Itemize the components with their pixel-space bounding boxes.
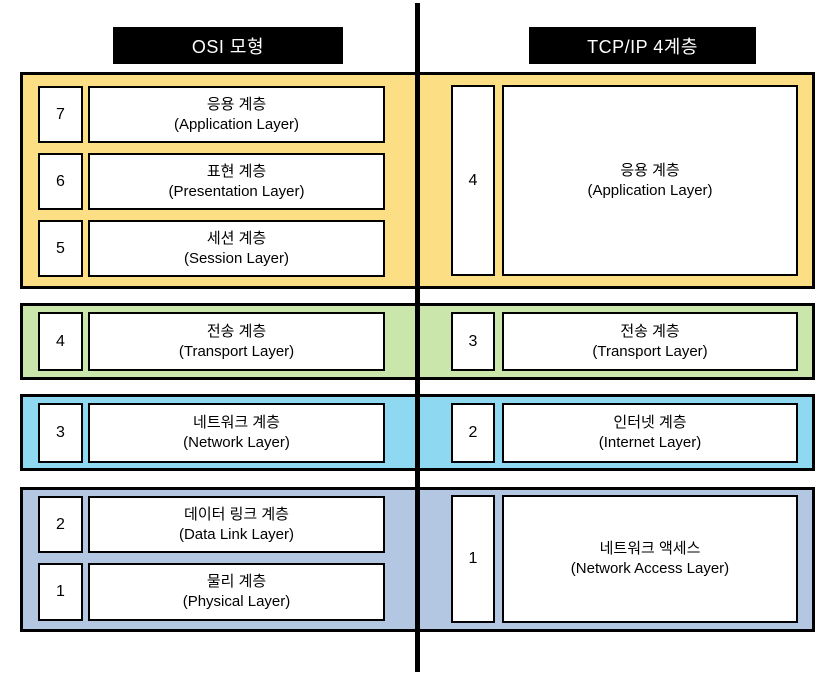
tcpip-layer-4-number: 4 — [451, 85, 495, 276]
osi-layer-1-label: 물리 계층 (Physical Layer) — [88, 563, 385, 621]
center-divider-line — [415, 3, 420, 672]
tcpip-layer-3-number: 3 — [451, 312, 495, 371]
tcpip-layer-4-name-en: (Application Layer) — [587, 181, 713, 199]
osi-layer-3-name-ko: 네트워크 계층 — [193, 414, 280, 431]
osi-layer-6-name-ko: 표현 계층 — [206, 162, 267, 180]
tcpip-layer-3-name-ko: 전송 계층 — [620, 322, 680, 340]
osi-layer-1-name-ko: 물리 계층 — [206, 573, 267, 590]
osi-layer-5-name-en: (Session Layer) — [183, 249, 290, 267]
osi-layer-3-name-en: (Network Layer) — [183, 434, 290, 451]
osi-layer-2-name-ko: 데이터 링크 계층 — [184, 505, 289, 523]
osi-model-title: OSI 모형 — [113, 27, 343, 64]
osi-layer-4-name-en: (Transport Layer) — [178, 342, 295, 360]
osi-layer-7-name-en: (Application Layer) — [173, 115, 300, 133]
osi-layer-6-name-en: (Presentation Layer) — [168, 182, 305, 200]
osi-layer-2-label: 데이터 링크 계층 (Data Link Layer) — [88, 496, 385, 553]
osi-layer-4-name-ko: 전송 계층 — [206, 322, 267, 340]
osi-layer-5-name-ko: 세션 계층 — [206, 229, 267, 247]
tcpip-layer-4-label: 응용 계층 (Application Layer) — [502, 85, 798, 276]
osi-layer-6-label: 표현 계층 (Presentation Layer) — [88, 153, 385, 210]
tcpip-layer-2-name-ko: 인터넷 계층 — [613, 414, 687, 431]
tcpip-layer-1-name-en: (Network Access Layer) — [570, 560, 730, 577]
osi-layer-3-number: 3 — [38, 403, 83, 463]
osi-layer-7-number: 7 — [38, 86, 83, 143]
osi-layer-4-number: 4 — [38, 312, 83, 371]
osi-layer-4-label: 전송 계층 (Transport Layer) — [88, 312, 385, 371]
tcpip-layer-2-label: 인터넷 계층 (Internet Layer) — [502, 403, 798, 463]
osi-layer-3-label: 네트워크 계층 (Network Layer) — [88, 403, 385, 463]
tcpip-model-title: TCP/IP 4계층 — [529, 27, 756, 64]
osi-layer-5-label: 세션 계층 (Session Layer) — [88, 220, 385, 277]
osi-layer-2-name-en: (Data Link Layer) — [178, 525, 295, 543]
tcpip-layer-2-number: 2 — [451, 403, 495, 463]
tcpip-layer-1-name-ko: 네트워크 액세스 — [599, 540, 701, 557]
osi-layer-7-label: 응용 계층 (Application Layer) — [88, 86, 385, 143]
osi-layer-6-number: 6 — [38, 153, 83, 210]
tcpip-layer-2-name-en: (Internet Layer) — [598, 434, 702, 451]
osi-layer-2-number: 2 — [38, 496, 83, 553]
osi-layer-7-name-ko: 응용 계층 — [206, 95, 267, 113]
osi-layer-1-name-en: (Physical Layer) — [182, 593, 291, 610]
osi-layer-5-number: 5 — [38, 220, 83, 277]
tcpip-layer-1-number: 1 — [451, 495, 495, 623]
tcpip-layer-3-label: 전송 계층 (Transport Layer) — [502, 312, 798, 371]
tcpip-layer-3-name-en: (Transport Layer) — [592, 342, 708, 360]
osi-layer-1-number: 1 — [38, 563, 83, 621]
tcpip-layer-4-name-ko: 응용 계층 — [620, 161, 680, 179]
tcpip-layer-1-label: 네트워크 액세스 (Network Access Layer) — [502, 495, 798, 623]
